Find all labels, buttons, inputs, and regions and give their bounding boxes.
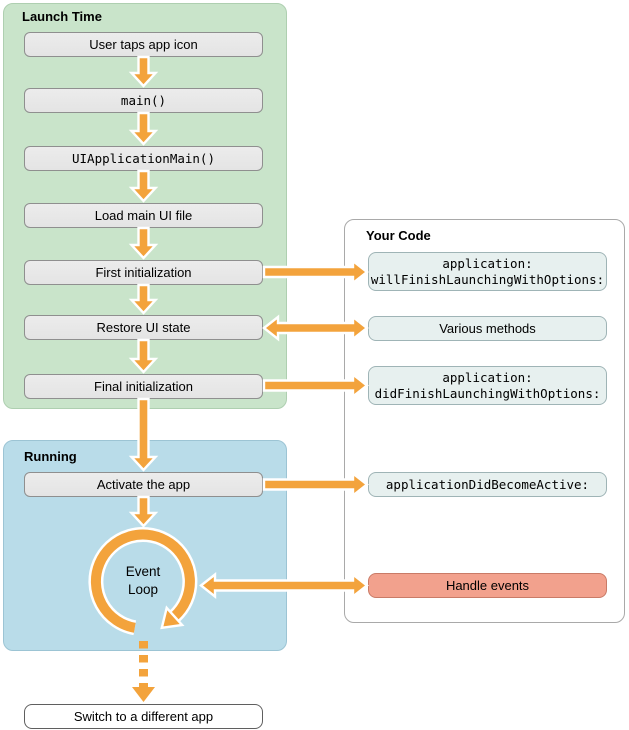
code-did-become-active: applicationDidBecomeActive:	[368, 472, 607, 497]
running-title: Running	[24, 449, 77, 464]
launch-time-title: Launch Time	[22, 9, 102, 24]
step-user-taps-app-icon: User taps app icon	[24, 32, 263, 57]
code-did-finish-launching: application: didFinishLaunchingWithOptio…	[368, 366, 607, 405]
event-loop-label: Event Loop	[125, 564, 161, 597]
step-restore-ui-state: Restore UI state	[24, 315, 263, 340]
code-will-finish-launching: application: willFinishLaunchingWithOpti…	[368, 252, 607, 291]
code-handle-events: Handle events	[368, 573, 607, 598]
step-uiapplicationmain: UIApplicationMain()	[24, 146, 263, 171]
step-load-main-ui-file: Load main UI file	[24, 203, 263, 228]
code-various-methods: Various methods	[368, 316, 607, 341]
step-main: main()	[24, 88, 263, 113]
step-final-initialization: Final initialization	[24, 374, 263, 399]
dashed-arrow-head-icon	[132, 687, 155, 702]
step-first-initialization: First initialization	[24, 260, 263, 285]
your-code-title: Your Code	[366, 228, 431, 243]
step-activate-the-app: Activate the app	[24, 472, 263, 497]
switch-to-different-app-box: Switch to a different app	[24, 704, 263, 729]
